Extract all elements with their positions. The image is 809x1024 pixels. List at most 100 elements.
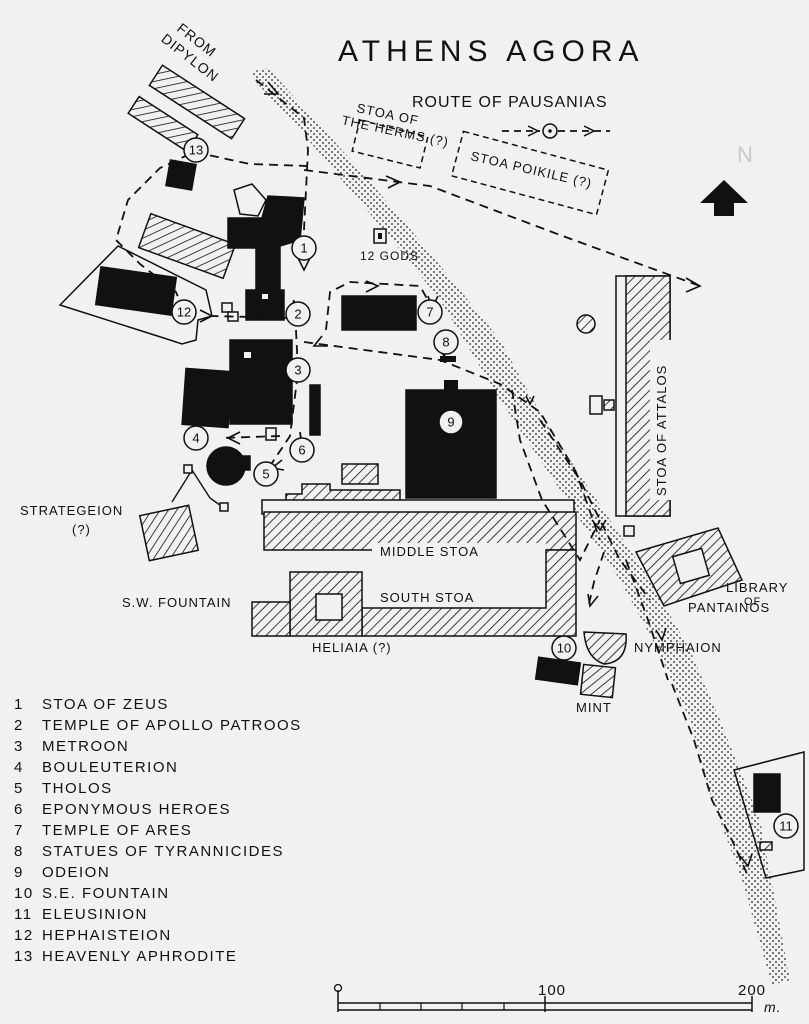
building-mint [579, 663, 617, 699]
marker-13: 13 [183, 137, 209, 163]
route-segment-10 [511, 389, 601, 562]
svg-text:5: 5 [14, 780, 24, 797]
svg-text:3: 3 [14, 738, 24, 755]
small-structure-a [221, 302, 233, 313]
route-segment-12 [625, 559, 669, 681]
svg-text:HEPHAISTEION: HEPHAISTEION [42, 927, 172, 944]
building-small-outline [233, 183, 267, 217]
svg-text:2: 2 [294, 307, 301, 322]
label-middle-stoa: MIDDLE STOA [380, 544, 479, 559]
small-hatched-building [341, 463, 379, 485]
svg-text:THOLOS: THOLOS [42, 780, 113, 797]
eleusinion-enclosure [733, 751, 805, 879]
marker-5: 5 [253, 461, 279, 487]
legend-item: 1 STOA OF ZEUS [14, 696, 169, 713]
strategeion-post-1 [183, 464, 193, 474]
svg-text:13: 13 [14, 948, 34, 965]
svg-text:6: 6 [14, 801, 24, 818]
svg-text:TEMPLE OF APOLLO PATROOS: TEMPLE OF APOLLO PATROOS [42, 717, 302, 734]
svg-text:13: 13 [189, 143, 203, 158]
label-heliaia: HELIAIA (?) [312, 640, 392, 655]
legend-item: 13 HEAVENLY APHRODITE [14, 948, 237, 965]
marker-9: 9 [438, 409, 464, 435]
building-eponymous [309, 384, 321, 436]
legend-item: 5 THOLOS [14, 780, 113, 797]
strategeion-post-2 [219, 502, 229, 512]
building-temple-of-ares [341, 295, 417, 331]
scale-tick-0: 0 [330, 1019, 332, 1021]
strategeion-wall [171, 468, 225, 509]
round-monument [576, 314, 596, 334]
marker-2: 2 [285, 301, 311, 327]
svg-text:STATUES OF TYRANNICIDES: STATUES OF TYRANNICIDES [42, 843, 284, 860]
middle-stoa-label-bg [372, 543, 546, 557]
route-segment-1 [255, 79, 309, 231]
legend-item: 10 S.E. FOUNTAIN [14, 885, 170, 902]
marker-7: 7 [417, 299, 443, 325]
building-eleusinion [753, 773, 781, 813]
library-court [671, 547, 711, 585]
label-nymphaion: NYMPHAION [634, 640, 722, 655]
building-bouleuterion [181, 367, 233, 429]
svg-text:2: 2 [14, 717, 24, 734]
svg-text:8: 8 [14, 843, 24, 860]
label-library-3: PANTAINOS [688, 600, 770, 615]
route-segment-2 [303, 169, 701, 287]
svg-text:ELEUSINION: ELEUSINION [42, 906, 148, 923]
svg-text:10: 10 [14, 885, 34, 902]
building-stoa-poikile [450, 130, 610, 216]
svg-text:11: 11 [779, 819, 793, 834]
building-sw-fountain [251, 601, 291, 637]
tholos-annex [239, 455, 251, 471]
svg-text:EPONYMOUS HEROES: EPONYMOUS HEROES [42, 801, 231, 818]
legend-item: 6 EPONYMOUS HEROES [14, 801, 231, 818]
heliaia-court [315, 593, 343, 621]
tyrannicides-base [440, 356, 456, 362]
hephaisteion-enclosure [58, 245, 213, 345]
building-strategeion [138, 504, 200, 562]
marker-11: 11 [773, 813, 799, 839]
legend-item: 12 HEPHAISTEION [14, 927, 172, 944]
scale-unit: m. [764, 999, 782, 1015]
svg-text:9: 9 [447, 415, 454, 430]
svg-text:12: 12 [177, 305, 191, 320]
building-north-stoa-1 [148, 64, 246, 140]
svg-text:1: 1 [14, 696, 24, 713]
route-segment-13 [671, 683, 749, 877]
label-stoa-poikile: STOA POIKILE (?) [469, 148, 593, 191]
svg-text:8: 8 [442, 335, 449, 350]
map-subtitle: ROUTE OF PAUSANIAS [412, 94, 608, 111]
label-south-stoa: SOUTH STOA [380, 590, 474, 605]
building-stoa-of-the-herms [351, 119, 429, 169]
marker-12: 12 [171, 299, 197, 325]
label-strategeion-q: (?) [72, 522, 91, 537]
north-label: N [737, 142, 754, 167]
svg-text:5: 5 [262, 467, 269, 482]
svg-text:3: 3 [294, 363, 301, 378]
svg-text:STOA OF ZEUS: STOA OF ZEUS [42, 696, 169, 713]
route-segment-5 [265, 329, 299, 473]
scale-bar: 100 200 0 m. [330, 982, 782, 1021]
building-nymphaion [583, 631, 627, 665]
svg-text:7: 7 [14, 822, 24, 839]
building-metroon [229, 339, 293, 425]
svg-text:1: 1 [300, 241, 307, 256]
marker-6: 6 [289, 437, 315, 463]
scale-tick-200: 200 [738, 982, 766, 999]
attalos-altar-2 [603, 399, 615, 411]
eleusinion-annex [759, 841, 773, 851]
north-arrow-icon: N [700, 142, 754, 216]
svg-text:12: 12 [14, 927, 34, 944]
svg-text:7: 7 [426, 305, 433, 320]
svg-text:ODEION: ODEION [42, 864, 110, 881]
svg-text:S.E. FOUNTAIN: S.E. FOUNTAIN [42, 885, 170, 902]
label-mint: MINT [576, 700, 612, 715]
svg-text:HEAVENLY APHRODITE: HEAVENLY APHRODITE [42, 948, 237, 965]
label-strategeion: STRATEGEION [20, 503, 123, 518]
building-hephaisteion [94, 266, 178, 316]
